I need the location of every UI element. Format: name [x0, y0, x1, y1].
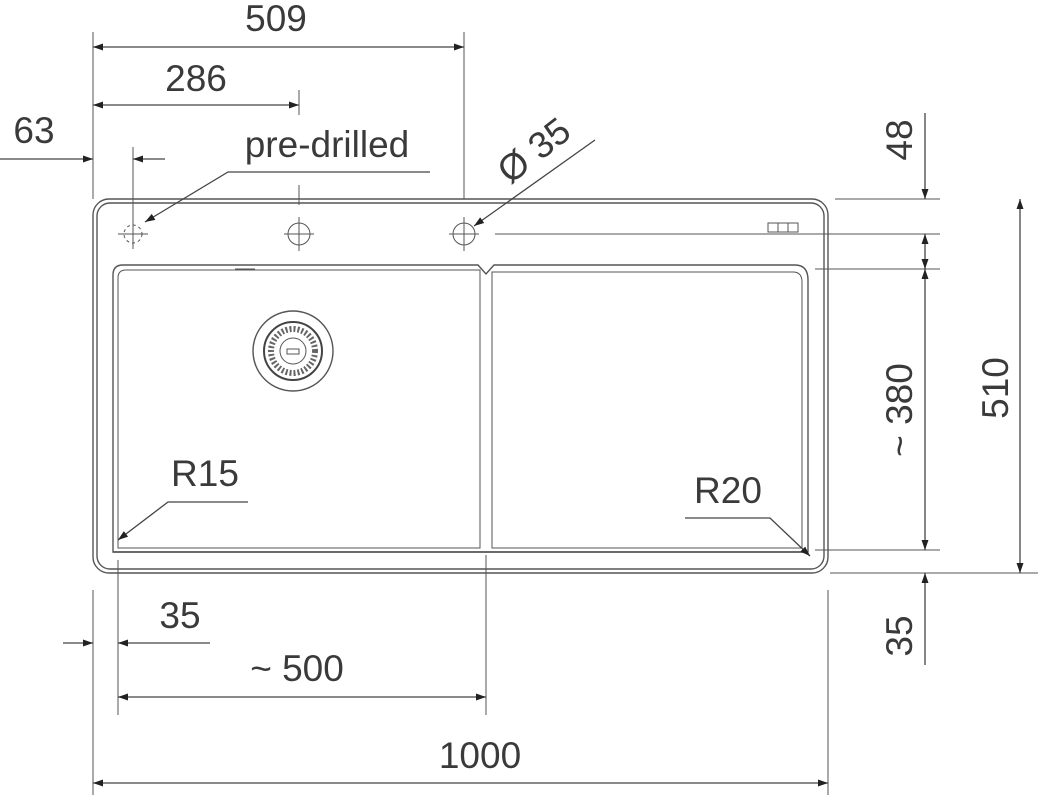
- tap-hole-right: [449, 217, 479, 251]
- extension-lines: [92, 32, 1038, 795]
- dim-500: ~ 500: [250, 648, 344, 689]
- dim-hole-diameter: Ø 35: [490, 110, 578, 192]
- dim-509: 509: [245, 0, 307, 39]
- sink-outline: [92, 198, 829, 574]
- dim-63: 63: [13, 110, 54, 151]
- dim-right-35: 35: [879, 615, 920, 656]
- tap-hole-left: [118, 219, 148, 249]
- dim-1000: 1000: [439, 735, 521, 776]
- label-r20: R20: [694, 470, 762, 511]
- dim-380: ~ 380: [879, 363, 920, 457]
- tap-hole-middle: [284, 217, 314, 251]
- dimension-lines: [0, 43, 1024, 787]
- drain-strainer: [252, 310, 334, 392]
- label-pre-drilled: pre-drilled: [245, 124, 410, 165]
- dim-510: 510: [975, 357, 1016, 419]
- dim-286: 286: [165, 58, 227, 99]
- label-r15: R15: [171, 453, 239, 494]
- dim-48: 48: [879, 119, 920, 160]
- dim-bottom-35: 35: [159, 595, 200, 636]
